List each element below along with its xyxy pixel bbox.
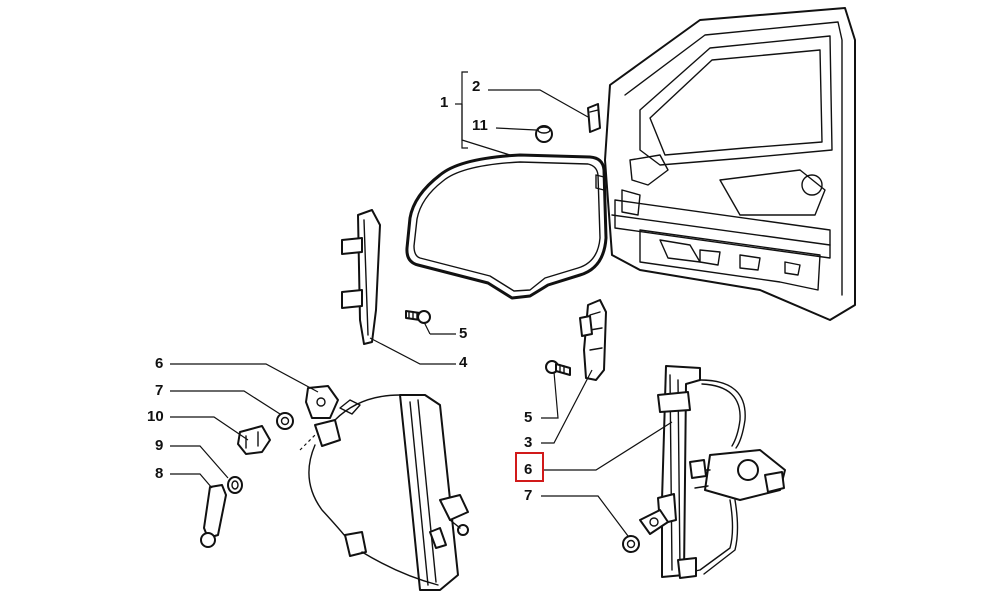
callout-10: 10 [147,408,164,425]
part-7-nut-right [622,535,640,553]
callout-5-top: 5 [459,325,468,342]
callout-9: 9 [155,437,164,454]
callout-8: 8 [155,465,164,482]
leader-lines [170,71,673,537]
part-10-clip [237,425,271,455]
callout-2: 2 [472,78,481,95]
part-8-handle [200,484,227,548]
part-4-rail [341,209,381,345]
part-1-glass [405,153,608,300]
callout-5-right: 5 [524,409,533,426]
door-shell [604,7,856,321]
part-6-regulator-right [639,365,786,579]
highlight-box-part-6 [515,452,544,482]
callout-7-right: 7 [524,487,533,504]
callout-7-left: 7 [155,382,164,399]
part-6-regulator-left [305,385,469,591]
callout-6-right: 6 [524,461,533,478]
callout-6-left: 6 [155,355,164,372]
callout-11: 11 [472,117,488,134]
part-3-bracket [579,299,607,381]
part-5-screw-right [545,360,571,376]
part-7-nut-left [276,412,294,430]
part-9-washer [227,476,243,494]
callout-1: 1 [440,94,449,111]
part-2-clip [587,103,601,133]
callout-4: 4 [459,354,468,371]
part-11-cap [535,125,553,143]
callout-3: 3 [524,434,533,451]
part-5-screw-top [405,310,431,324]
